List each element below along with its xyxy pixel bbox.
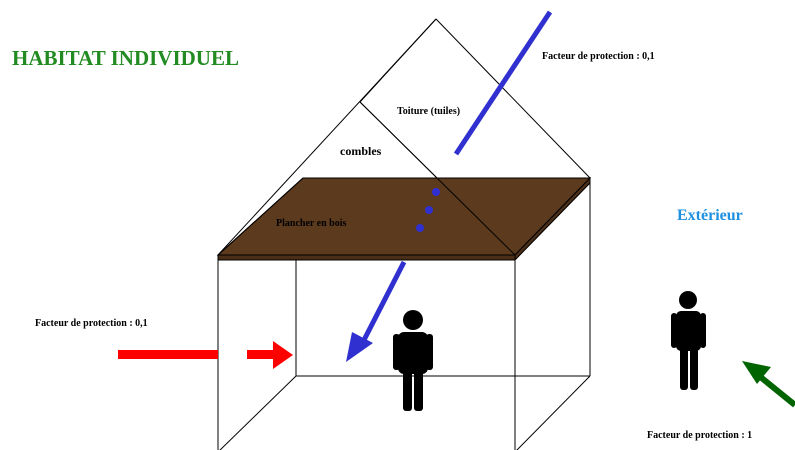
wall-ray bbox=[118, 341, 293, 369]
wall-ray-inside bbox=[247, 350, 273, 359]
floor-label: Plancher en bois bbox=[276, 218, 347, 229]
exterior-ray bbox=[742, 361, 795, 408]
floor-front-edge bbox=[217, 254, 516, 261]
roof-ray-arrowhead bbox=[346, 332, 373, 362]
roof-ray-dot bbox=[416, 224, 424, 232]
roof-ray-dot bbox=[432, 188, 440, 196]
roof-protection-factor: Facteur de protection : 0,1 bbox=[542, 51, 655, 62]
exterior-label: Extérieur bbox=[677, 207, 743, 224]
exterior-protection-factor: Facteur de protection : 1 bbox=[647, 430, 753, 441]
roof-ray-upper bbox=[453, 10, 553, 156]
person-icon-outside bbox=[671, 291, 706, 390]
roof-ray-lower bbox=[361, 260, 407, 342]
roof-ray bbox=[346, 10, 553, 362]
wall-protection-factor: Facteur de protection : 0,1 bbox=[35, 318, 148, 329]
roof-edge-left-over-floor bbox=[217, 177, 304, 256]
floor-top bbox=[216, 177, 592, 256]
exterior-ray-line bbox=[756, 372, 795, 408]
roof-ray-dot bbox=[425, 206, 433, 214]
floor-slab bbox=[216, 101, 592, 262]
roof-edge-over-floor bbox=[359, 101, 516, 256]
roof-right-edge bbox=[435, 18, 591, 179]
wall-ray-arrowhead bbox=[273, 341, 293, 369]
floor-left-diagonal bbox=[219, 375, 297, 450]
roof-ridge-back bbox=[359, 18, 437, 103]
roof-label: Toiture (tuiles) bbox=[397, 106, 461, 117]
diagram-title: HABITAT INDIVIDUEL bbox=[12, 46, 239, 70]
attic-label: combles bbox=[340, 144, 382, 158]
wall-ray-outside bbox=[118, 350, 218, 359]
person-icon-inside bbox=[393, 310, 433, 411]
floor-right-diagonal bbox=[516, 375, 591, 450]
exterior-ray-arrowhead bbox=[742, 361, 771, 384]
